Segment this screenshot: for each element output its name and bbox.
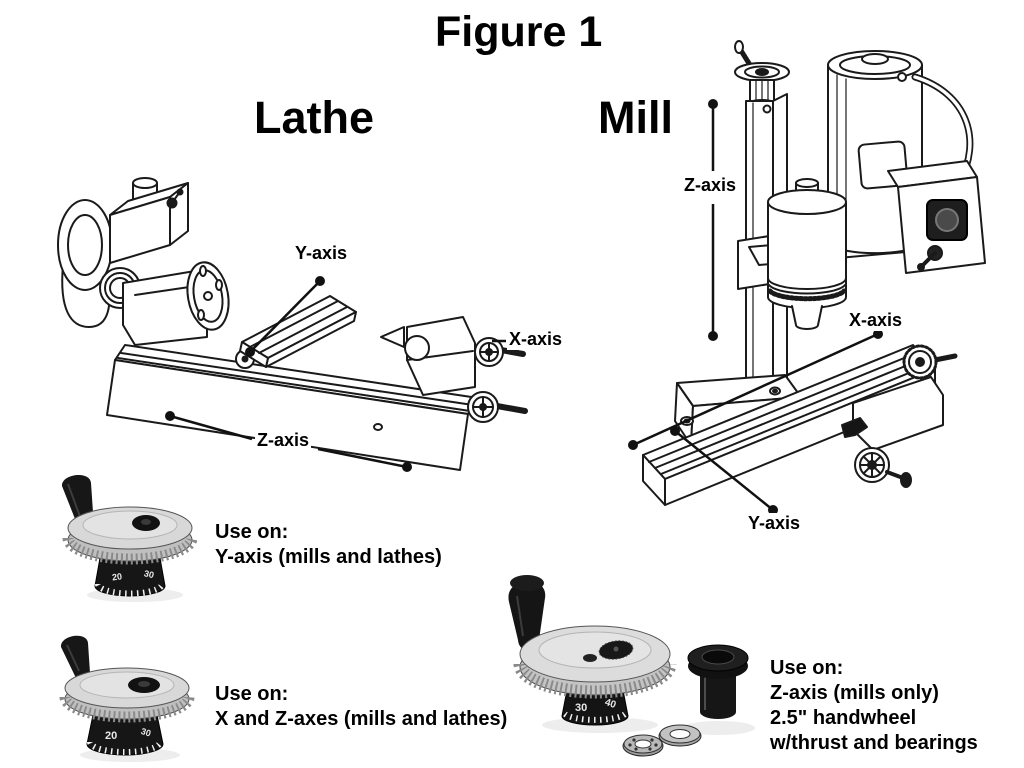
- lathe-x-axis-label: X-axis: [507, 329, 565, 350]
- mill-x-axis-label: X-axis: [847, 310, 905, 331]
- lathe-tailstock: [380, 316, 476, 396]
- caption-line: X and Z-axes (mills and lathes): [215, 708, 508, 730]
- dial-number: 30: [143, 568, 155, 580]
- lathe-handwheels: [467, 337, 528, 423]
- figure-title: Figure 1: [435, 8, 603, 56]
- caption-line: w/thrust and bearings: [770, 732, 978, 754]
- x-z-axes-handwheel-photo: 20 30: [59, 635, 195, 762]
- mill-y-axis-label: Y-axis: [746, 513, 803, 534]
- mill-control-box: [887, 160, 986, 274]
- caption-line: 2.5" handwheel: [770, 707, 917, 729]
- y-axis-handwheel-photo: 20 30: [61, 474, 198, 602]
- lathe-illustration: [57, 177, 528, 471]
- dial-number: 30: [575, 702, 587, 714]
- lathe-z-axis-label: Z-axis: [255, 430, 312, 451]
- lathe-cross-slide: [235, 295, 357, 369]
- y-axis-handwheel-caption: Use on: Y-axis (mills and lathes): [215, 520, 442, 570]
- washer: [658, 724, 702, 747]
- dial-number: 30: [140, 726, 153, 739]
- lathe-bed: [106, 344, 479, 471]
- lathe-y-axis-label: Y-axis: [293, 243, 350, 264]
- caption-line: Use on:: [770, 657, 844, 679]
- lathe-headstock: [99, 261, 230, 346]
- dial-number: 40: [603, 697, 617, 711]
- mill-spindle-head: [767, 178, 847, 330]
- mill-illustration: [642, 40, 986, 506]
- caption-line: Y-axis (mills and lathes): [215, 546, 442, 568]
- z-axis-handwheel-photo: 30 40: [508, 575, 755, 757]
- lathe-control-box: [109, 177, 189, 264]
- caption-line: Z-axis (mills only): [770, 682, 939, 704]
- lathe-heading: Lathe: [254, 92, 375, 143]
- x-z-axes-handwheel-caption: Use on: X and Z-axes (mills and lathes): [215, 682, 507, 732]
- lathe-motor: [57, 199, 113, 328]
- mill-z-axis-label: Z-axis: [682, 175, 739, 196]
- dial-number: 20: [111, 571, 122, 582]
- dial-number: 20: [105, 730, 117, 742]
- mill-heading: Mill: [598, 92, 673, 143]
- thrust-bushing: [687, 644, 749, 719]
- thrust-bearing: [622, 734, 664, 757]
- caption-line: Use on:: [215, 521, 289, 543]
- z-axis-handwheel-caption: Use on: Z-axis (mills only) 2.5" handwhe…: [770, 656, 978, 756]
- caption-line: Use on:: [215, 683, 289, 705]
